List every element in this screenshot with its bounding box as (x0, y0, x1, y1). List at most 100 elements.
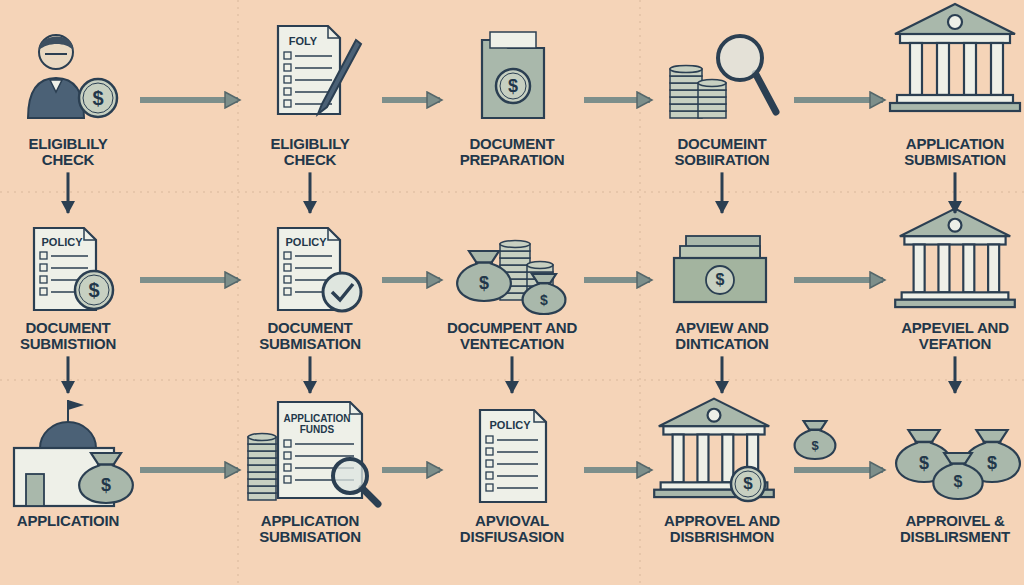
flow-arrow (721, 356, 724, 393)
process-step: DOCUMENT SUBMISTIION (2, 215, 134, 352)
coin-rim (500, 73, 526, 99)
icon-text: $ (987, 454, 997, 473)
bag-tie (97, 463, 115, 466)
flow-arrow (794, 97, 883, 103)
process-step: DOCUMENT SUBMISATION (244, 215, 376, 352)
bag-tie (475, 261, 493, 264)
money-bag (795, 421, 836, 459)
icon-text: $ (92, 88, 103, 109)
money-bag (523, 274, 566, 314)
step-label: ELIGIBLILY CHECK (2, 136, 134, 168)
step-label: APPLICATION SUBMISATION (889, 136, 1021, 168)
flow-arrow (584, 97, 650, 103)
coin-icon (79, 79, 117, 117)
icon-text: APPLICATION FUNDS (282, 414, 352, 435)
flow-arrow (584, 467, 650, 473)
icon-text: $ (479, 274, 489, 293)
step-label: APPROVEL AND DISBRISHMON (656, 513, 788, 545)
guide-line (0, 192, 1024, 193)
flag (68, 400, 84, 410)
money-bag (457, 251, 511, 301)
flow-arrow (140, 277, 238, 283)
money-bag (79, 453, 133, 503)
icon-text: POLICY (286, 237, 327, 249)
bag-tie (915, 441, 934, 444)
document-icon (480, 410, 546, 502)
bank-building (890, 4, 1020, 111)
bag-tie (537, 282, 551, 285)
magnifier-icon (718, 36, 776, 112)
flow-arrow (382, 467, 440, 473)
flow-arrow (309, 172, 312, 213)
icon-text: FOLY (289, 36, 317, 48)
flow-arrow (382, 97, 440, 103)
step-label: ELIGIBLILY CHECK (244, 136, 376, 168)
flow-arrow (140, 467, 238, 473)
flow-arrow (67, 356, 70, 393)
folder-paper (490, 32, 536, 48)
coin-stack (670, 66, 702, 119)
banknote (674, 258, 766, 302)
check-mark (332, 284, 353, 300)
magnifier-icon (333, 459, 378, 504)
step-label: DOCUMENT SUBMISATION (244, 320, 376, 352)
process-step: APPLICATIOIN (2, 395, 134, 529)
coin-rim (79, 275, 109, 305)
coin-icon (731, 467, 765, 501)
bag-tie (983, 441, 1002, 444)
coin-icon (75, 271, 113, 309)
coin-stack (248, 434, 276, 501)
person-head (39, 35, 73, 69)
step-label: APPROIVEL & DISBLIRSMENT (889, 513, 1021, 545)
process-step: DOCUMPENT AND VENTECATION (446, 215, 578, 352)
flow-arrow (67, 172, 70, 213)
icon-text: $ (811, 439, 818, 453)
icon-text: $ (716, 272, 725, 289)
process-step: APPROVEL AND DISBRISHMON (656, 395, 788, 545)
bank-building (895, 209, 1015, 307)
flow-arrow (721, 172, 724, 213)
process-step: APPEVIEL AND VEFATION (889, 215, 1021, 352)
icon-text: POLICY (42, 237, 83, 249)
icon-text: $ (101, 476, 111, 495)
guide-line (640, 0, 641, 585)
flow-arrow (794, 467, 883, 473)
coin-stack (698, 80, 726, 119)
person-collar (50, 80, 62, 92)
bag-tie (950, 462, 967, 465)
flow-arrow (954, 172, 957, 213)
flow-arrow (511, 356, 514, 393)
person-hair (39, 36, 73, 50)
person-body (28, 78, 84, 118)
icon-text: $ (508, 77, 518, 96)
step-label: APPLICATION SUBMISATION (244, 513, 376, 545)
money-bag (933, 453, 982, 499)
process-step: APPLICATION SUBMISATION (889, 18, 1021, 168)
banknote-seal (706, 266, 734, 294)
person-glasses (45, 53, 67, 55)
check-badge (323, 273, 361, 311)
flow-arrow (309, 356, 312, 393)
flow-arrow (794, 277, 883, 283)
bag-tie (808, 428, 822, 431)
coin-rim (735, 471, 761, 497)
process-step: DOCUMEINT SOBIIRATION (656, 18, 788, 168)
step-label: APPEVIEL AND VEFATION (889, 320, 1021, 352)
step-label: APVIOVAL DISFIUSASION (446, 513, 578, 545)
process-step: APVIOVAL DISFIUSASION (446, 395, 578, 545)
step-label: DOCUMPENT AND VENTECATION (446, 320, 578, 352)
icon-text: $ (540, 293, 548, 308)
coin-rim (83, 83, 113, 113)
flow-arrow (584, 277, 650, 283)
coin-icon (496, 69, 530, 103)
flow-arrow (954, 356, 957, 393)
icon-text: $ (919, 454, 929, 473)
icon-text: POLICY (490, 420, 531, 432)
step-label: DOCUMENT PREPARATION (446, 136, 578, 168)
pen-icon (318, 40, 361, 114)
step-label: APVIEW AND DINTICATION (656, 320, 788, 352)
icon-text: $ (743, 475, 752, 493)
icon-text: $ (88, 280, 99, 301)
flow-arrow (382, 277, 440, 283)
